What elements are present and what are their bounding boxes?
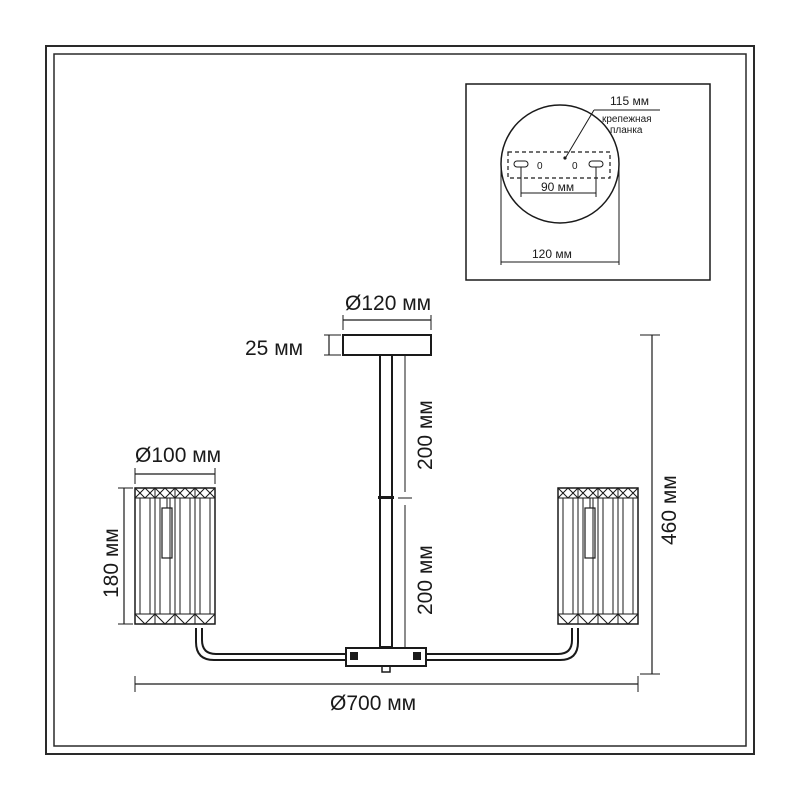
rod-lower-label: 200 мм: [414, 545, 437, 615]
hub-screw-left: [350, 652, 358, 660]
inset-canopy-diameter-label: 120 мм: [532, 247, 572, 261]
plate-slot-right: [588, 160, 604, 168]
total-diameter-label: Ø700 мм: [330, 692, 416, 715]
hub-bottom-cap: [381, 665, 391, 673]
canopy: [342, 334, 432, 356]
plate-width-label: 115 мм: [610, 94, 649, 108]
arm-right: [426, 628, 579, 661]
shade-right: [557, 487, 639, 625]
inset-box: [465, 83, 711, 281]
shade-left: [134, 487, 216, 625]
plate-center-dot: [563, 156, 567, 160]
arm-right-inner: [426, 628, 573, 655]
hole-spacing-label: 90 мм: [541, 180, 574, 194]
rod: [379, 354, 393, 648]
plate-name-label-2: планка: [610, 125, 643, 136]
plate-name-label: крепежная: [602, 114, 652, 125]
canopy-height-label: 25 мм: [245, 337, 303, 360]
shade-height-label: 180 мм: [100, 528, 123, 598]
rod-joint: [378, 496, 394, 499]
total-height-label: 460 мм: [658, 475, 681, 545]
arm-left-inner: [201, 628, 346, 655]
hole-mark-right: 0: [572, 161, 578, 172]
rod-upper-label: 200 мм: [414, 400, 437, 470]
outer-frame: [45, 45, 755, 755]
shade-diameter-label: Ø100 мм: [135, 444, 221, 467]
inner-frame: [53, 53, 747, 747]
plate-slot-left: [513, 160, 529, 168]
hole-mark-left: 0: [537, 161, 543, 172]
mounting-plate: [507, 151, 611, 179]
arm-left: [195, 628, 346, 661]
hub-screw-right: [413, 652, 421, 660]
canopy-diameter-label: Ø120 мм: [345, 292, 431, 315]
